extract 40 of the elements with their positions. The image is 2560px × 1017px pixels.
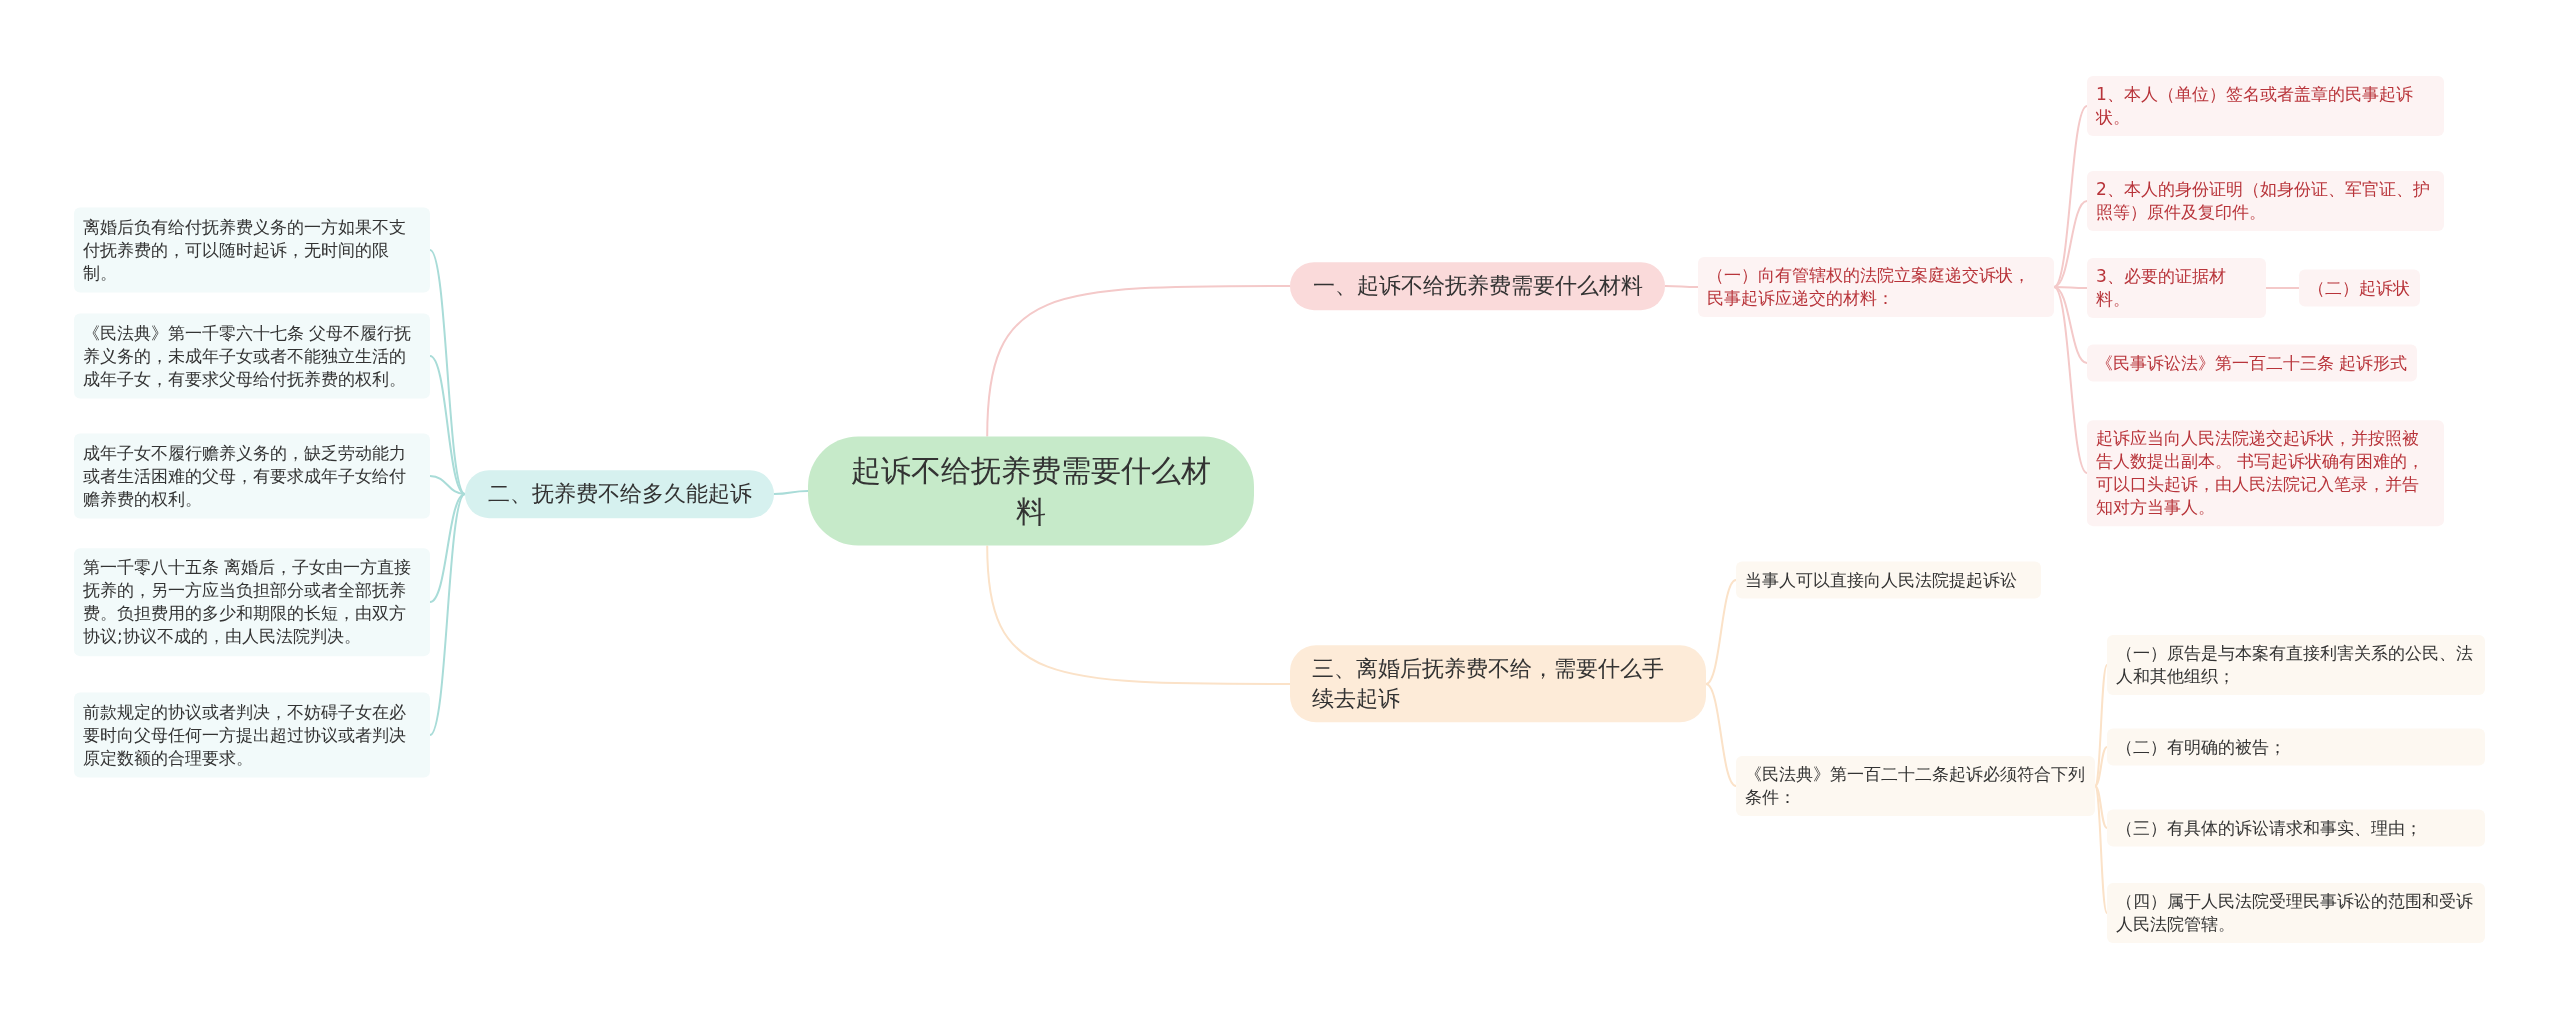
connector-line <box>986 544 1291 685</box>
connector-line <box>2265 287 2300 289</box>
leaf-topic: （二）有明确的被告； <box>2107 728 2485 766</box>
connector-line <box>2094 746 2108 787</box>
central-topic: 起诉不给抚养费需要什么材料 <box>808 436 1254 546</box>
leaf-topic: （二）起诉状 <box>2299 269 2420 307</box>
branch-topic: 一、起诉不给抚养费需要什么材料 <box>1290 262 1665 310</box>
leaf-topic: 《民法典》第一百二十二条起诉必须符合下列条件： <box>1736 756 2095 816</box>
connector-line <box>2053 105 2088 288</box>
leaf-topic: 2、本人的身份证明（如身份证、军官证、护照等）原件及复印件。 <box>2087 171 2444 231</box>
leaf-topic: 成年子女不履行赡养义务的，缺乏劳动能力或者生活困难的父母，有要求成年子女给付赡养费的权利。 <box>74 433 430 519</box>
branch-topic: 二、抚养费不给多久能起诉 <box>465 470 774 518</box>
leaf-topic: （三）有具体的诉讼请求和事实、理由； <box>2107 809 2485 847</box>
leaf-topic: （一）原告是与本案有直接利害关系的公民、法人和其他组织； <box>2107 635 2485 695</box>
connector-line <box>986 285 1291 438</box>
leaf-topic: 《民法典》第一千零六十七条 父母不履行抚养义务的，未成年子女或者不能独立生活的成年子女，有要求父母给付抚养费的权利。 <box>74 313 430 399</box>
connector-line <box>2094 785 2108 914</box>
leaf-topic: 3、必要的证据材料。 <box>2087 258 2266 318</box>
leaf-topic: 前款规定的协议或者判决，不妨碍子女在必要时向父母任何一方提出超过协议或者判决原定数额的合理要求。 <box>74 692 430 778</box>
leaf-topic: 1、本人（单位）签名或者盖章的民事起诉状。 <box>2087 76 2444 136</box>
connector-line <box>1705 683 1737 787</box>
leaf-topic: 《民事诉讼法》第一百二十三条 起诉形式 <box>2087 344 2417 382</box>
connector-line <box>429 493 466 603</box>
connector-line <box>1664 285 1699 288</box>
connector-line <box>429 249 466 495</box>
connector-line <box>2094 785 2108 829</box>
leaf-topic: 当事人可以直接向人民法院提起诉讼 <box>1736 561 2041 599</box>
leaf-topic: （四）属于人民法院受理民事诉讼的范围和受诉人民法院管辖。 <box>2107 883 2485 943</box>
connector-line <box>2053 286 2088 474</box>
connector-line <box>773 490 809 495</box>
connector-line <box>2094 664 2108 787</box>
leaf-topic: 起诉应当向人民法院递交起诉状，并按照被告人数提出副本。 书写起诉状确有困难的，可以口头起诉，由人民法院记入笔录，并告知对方当事人。 <box>2087 420 2444 526</box>
branch-topic: 三、离婚后抚养费不给，需要什么手续去起诉 <box>1290 645 1706 723</box>
leaf-topic: 离婚后负有给付抚养费义务的一方如果不支付抚养费的，可以随时起诉，无时间的限制。 <box>74 207 430 293</box>
leaf-topic: （一）向有管辖权的法院立案庭递交诉状，民事起诉应递交的材料： <box>1698 257 2054 317</box>
connector-line <box>429 355 466 495</box>
connector-line <box>1705 579 1737 685</box>
connector-line <box>429 493 466 736</box>
leaf-topic: 第一千零八十五条 离婚后，子女由一方直接抚养的，另一方应当负担部分或者全部抚养费。负担费用的多少和期限的长短，由双方协议;协议不成的，由人民法院判决。 <box>74 548 430 656</box>
connector-line <box>2053 200 2088 288</box>
